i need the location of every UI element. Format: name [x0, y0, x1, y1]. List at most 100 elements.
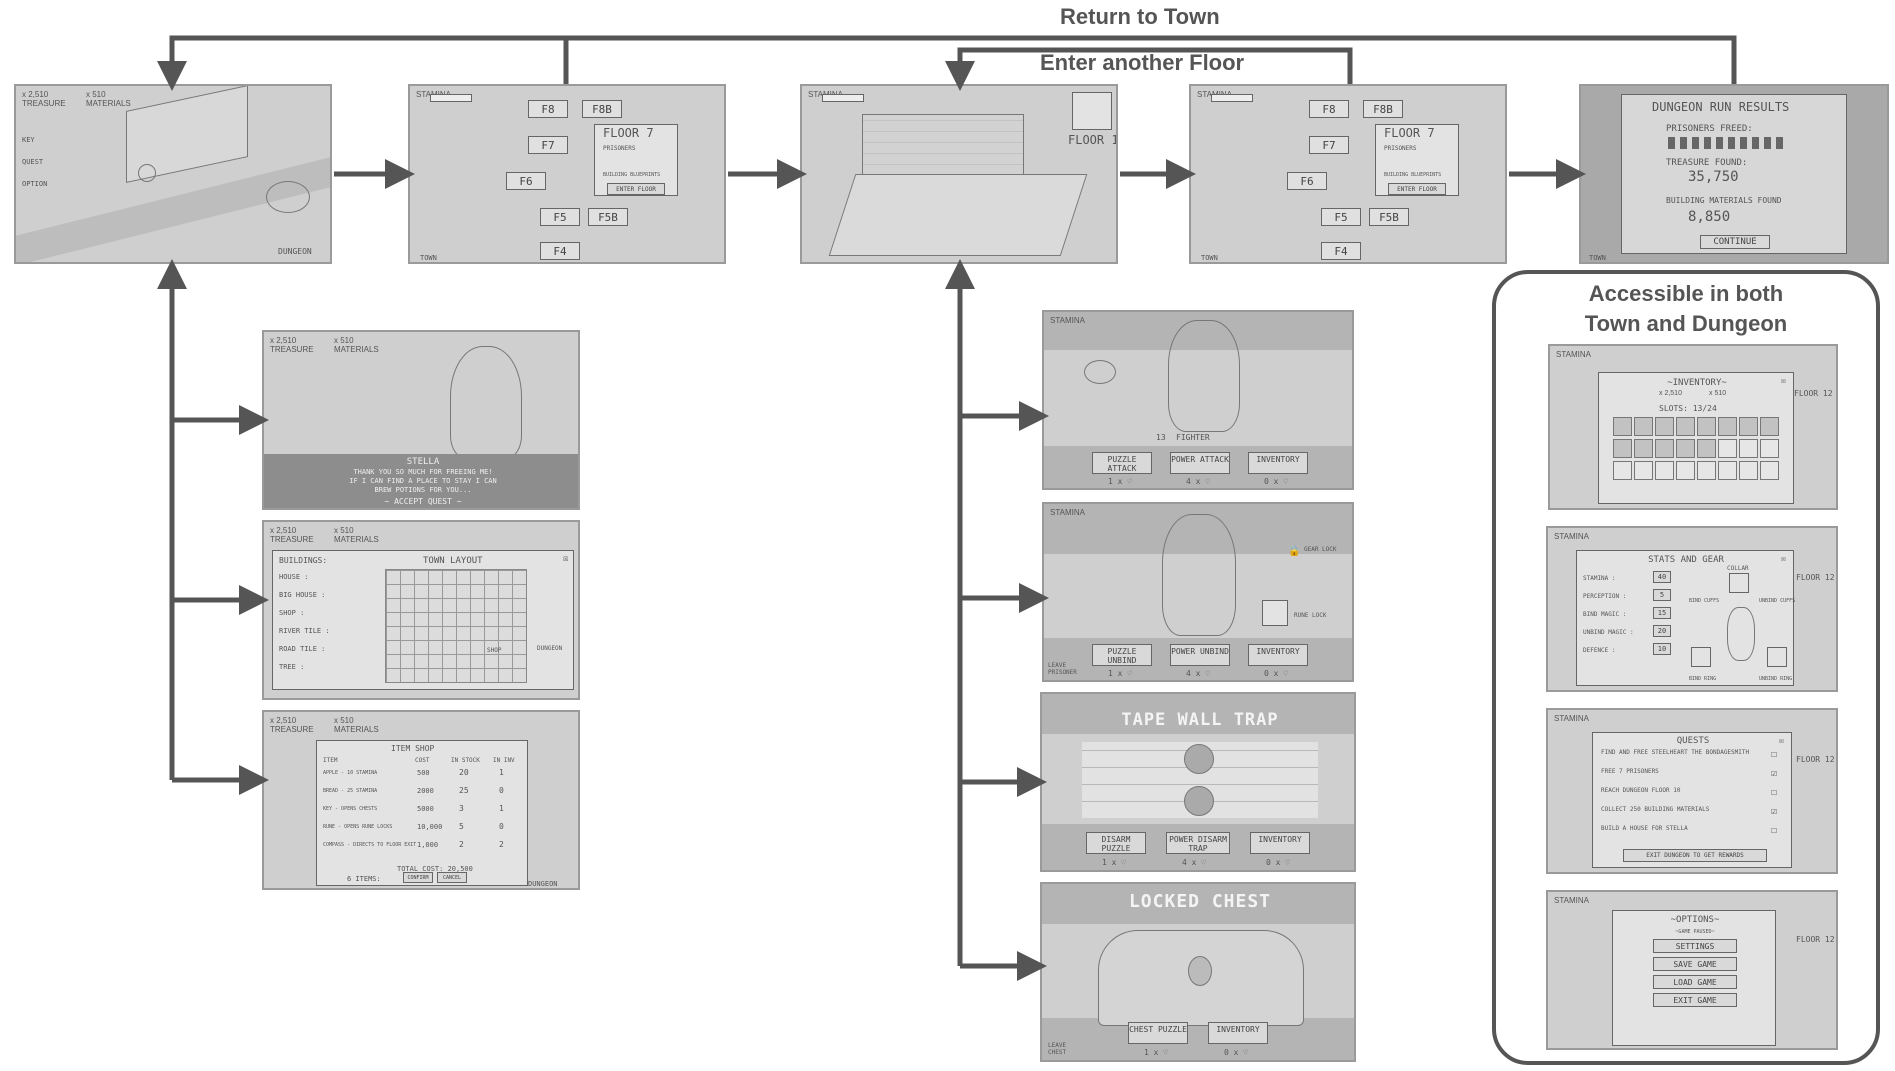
puzzle-attack-button[interactable]: PUZZLE ATTACK	[1092, 452, 1152, 474]
settings-button[interactable]: SETTINGS	[1653, 939, 1737, 953]
puzzle-unbind-button[interactable]: PUZZLE UNBIND	[1092, 644, 1152, 666]
floor-node-f7[interactable]: F7	[528, 136, 568, 154]
checkbox-checked-icon: ☑	[1771, 806, 1778, 817]
accept-quest-button[interactable]: ~ ACCEPT QUEST ~	[384, 497, 462, 506]
collar-slot[interactable]	[1729, 573, 1749, 593]
floor-node-f5[interactable]: F5	[540, 208, 580, 226]
floor-node-f8b[interactable]: F8B	[582, 100, 622, 118]
close-icon[interactable]: ☒	[1781, 554, 1786, 563]
power-attack-button[interactable]: POWER ATTACK	[1170, 452, 1230, 474]
inventory-slot-empty[interactable]	[1676, 461, 1695, 480]
close-icon[interactable]: ☒	[1781, 376, 1786, 385]
rune-lock-icon[interactable]	[1262, 600, 1288, 626]
floor-node-f4[interactable]: F4	[1321, 242, 1361, 260]
inventory-slot-empty[interactable]	[1760, 461, 1779, 480]
floor-node-f5b[interactable]: F5B	[1369, 208, 1409, 226]
inventory-slot-empty[interactable]	[1739, 439, 1758, 458]
padlock-icon[interactable]	[1188, 956, 1212, 986]
close-icon[interactable]: ☒	[1779, 736, 1784, 745]
inventory-slot-filled[interactable]	[1634, 439, 1653, 458]
power-unbind-button[interactable]: POWER UNBIND	[1170, 644, 1230, 666]
cancel-button[interactable]: CANCEL	[437, 872, 467, 883]
inventory-slot-empty[interactable]	[1613, 461, 1632, 480]
inventory-slot-empty[interactable]	[1718, 439, 1737, 458]
floor-node-f5b[interactable]: F5B	[588, 208, 628, 226]
close-icon[interactable]: ☒	[563, 554, 569, 564]
shop-dungeon-label[interactable]: DUNGEON	[528, 880, 558, 888]
town-button[interactable]: TOWN	[420, 254, 437, 262]
checkbox-empty-icon: ☐	[1771, 825, 1778, 836]
dungeon-sign[interactable]: DUNGEON	[278, 247, 312, 256]
inventory-slot-empty[interactable]	[1739, 461, 1758, 480]
save-game-button[interactable]: SAVE GAME	[1653, 957, 1737, 971]
disarm-puzzle-button[interactable]: DISARM PUZZLE	[1086, 832, 1146, 854]
inventory-slot-empty[interactable]	[1697, 461, 1716, 480]
floor-node-f5[interactable]: F5	[1321, 208, 1361, 226]
side-icon-key[interactable]: KEY	[22, 136, 35, 144]
inventory-slot-filled[interactable]	[1655, 439, 1674, 458]
inventory-slot-filled[interactable]	[1613, 439, 1632, 458]
floor-node-f7[interactable]: F7	[1309, 136, 1349, 154]
side-icon-quest[interactable]: QUEST	[22, 158, 44, 166]
inventory-slot-filled[interactable]	[1655, 417, 1674, 436]
materials-caption: MATERIALS	[334, 725, 379, 734]
materials-count: x 510	[334, 716, 354, 725]
side-icon-option[interactable]: OPTION	[22, 180, 48, 188]
leave-chest-button[interactable]: LEAVE CHEST	[1048, 1042, 1067, 1056]
building-tree[interactable]: TREE :	[279, 663, 305, 671]
building-big-house[interactable]: BIG HOUSE :	[279, 591, 326, 599]
power-disarm-button[interactable]: POWER DISARM TRAP	[1166, 832, 1230, 854]
enter-floor-button[interactable]: ENTER FLOOR	[1388, 183, 1446, 195]
stella-line-1: THANK YOU SO MUCH FOR FREEING ME!	[353, 468, 493, 476]
inventory-panel: ~INVENTORY~ x 2,510 x 510 SLOTS: 13/24 ☒	[1598, 372, 1794, 504]
inventory-slot-filled[interactable]	[1634, 417, 1653, 436]
inventory-button[interactable]: INVENTORY	[1248, 452, 1308, 474]
shop-row-cost: 1,000	[417, 841, 439, 849]
enter-floor-button[interactable]: ENTER FLOOR	[607, 183, 665, 195]
inventory-button[interactable]: INVENTORY	[1250, 832, 1310, 854]
stat-value: 5	[1653, 589, 1671, 601]
inventory-slot-empty[interactable]	[1718, 461, 1737, 480]
inventory-slot-filled[interactable]	[1697, 439, 1716, 458]
town-layout-grid[interactable]	[385, 569, 527, 683]
building-shop[interactable]: SHOP :	[279, 609, 305, 617]
inventory-button[interactable]: INVENTORY	[1208, 1022, 1268, 1044]
town-button[interactable]: TOWN	[1589, 254, 1606, 262]
inventory-slot-filled[interactable]	[1760, 417, 1779, 436]
inventory-slot-empty[interactable]	[1655, 461, 1674, 480]
minimap[interactable]	[1072, 92, 1112, 130]
floor-node-f8b[interactable]: F8B	[1363, 100, 1403, 118]
unbind-ring-label: UNBIND RING	[1759, 676, 1793, 682]
floor-node-f8[interactable]: F8	[528, 100, 568, 118]
building-road-tile[interactable]: ROAD TILE :	[279, 645, 326, 653]
exit-dungeon-rewards-button[interactable]: EXIT DUNGEON TO GET REWARDS	[1623, 849, 1767, 862]
continue-button[interactable]: CONTINUE	[1700, 235, 1770, 249]
inventory-slot-filled[interactable]	[1613, 417, 1632, 436]
inventory-button[interactable]: INVENTORY	[1248, 644, 1308, 666]
shop-row-inv: 1	[499, 804, 504, 813]
chest-puzzle-button[interactable]: CHEST PUZZLE	[1128, 1022, 1188, 1044]
inventory-slot-filled[interactable]	[1739, 417, 1758, 436]
building-river-tile[interactable]: RIVER TILE :	[279, 627, 330, 635]
inventory-slot-empty[interactable]	[1760, 439, 1779, 458]
floor-node-f6[interactable]: F6	[1287, 172, 1327, 190]
inventory-slot-filled[interactable]	[1676, 417, 1695, 436]
floor-node-f6[interactable]: F6	[506, 172, 546, 190]
exit-game-button[interactable]: EXIT GAME	[1653, 993, 1737, 1007]
inventory-slot-filled[interactable]	[1676, 439, 1695, 458]
building-house[interactable]: HOUSE :	[279, 573, 309, 581]
col-cost: COST	[415, 757, 430, 764]
inventory-slot-filled[interactable]	[1718, 417, 1737, 436]
load-game-button[interactable]: LOAD GAME	[1653, 975, 1737, 989]
floor-node-f8[interactable]: F8	[1309, 100, 1349, 118]
bind-ring-slot[interactable]	[1691, 647, 1711, 667]
floor-node-f4[interactable]: F4	[540, 242, 580, 260]
leave-prisoner-button[interactable]: LEAVE PRISONER	[1048, 662, 1077, 676]
confirm-button[interactable]: CONFIRM	[403, 872, 433, 883]
town-button[interactable]: TOWN	[1201, 254, 1218, 262]
bind-ring-label: BIND RING	[1689, 676, 1717, 682]
lock-icon[interactable]: 🔒	[1288, 546, 1301, 557]
inventory-slot-empty[interactable]	[1634, 461, 1653, 480]
inventory-slot-filled[interactable]	[1697, 417, 1716, 436]
unbind-ring-slot[interactable]	[1767, 647, 1787, 667]
